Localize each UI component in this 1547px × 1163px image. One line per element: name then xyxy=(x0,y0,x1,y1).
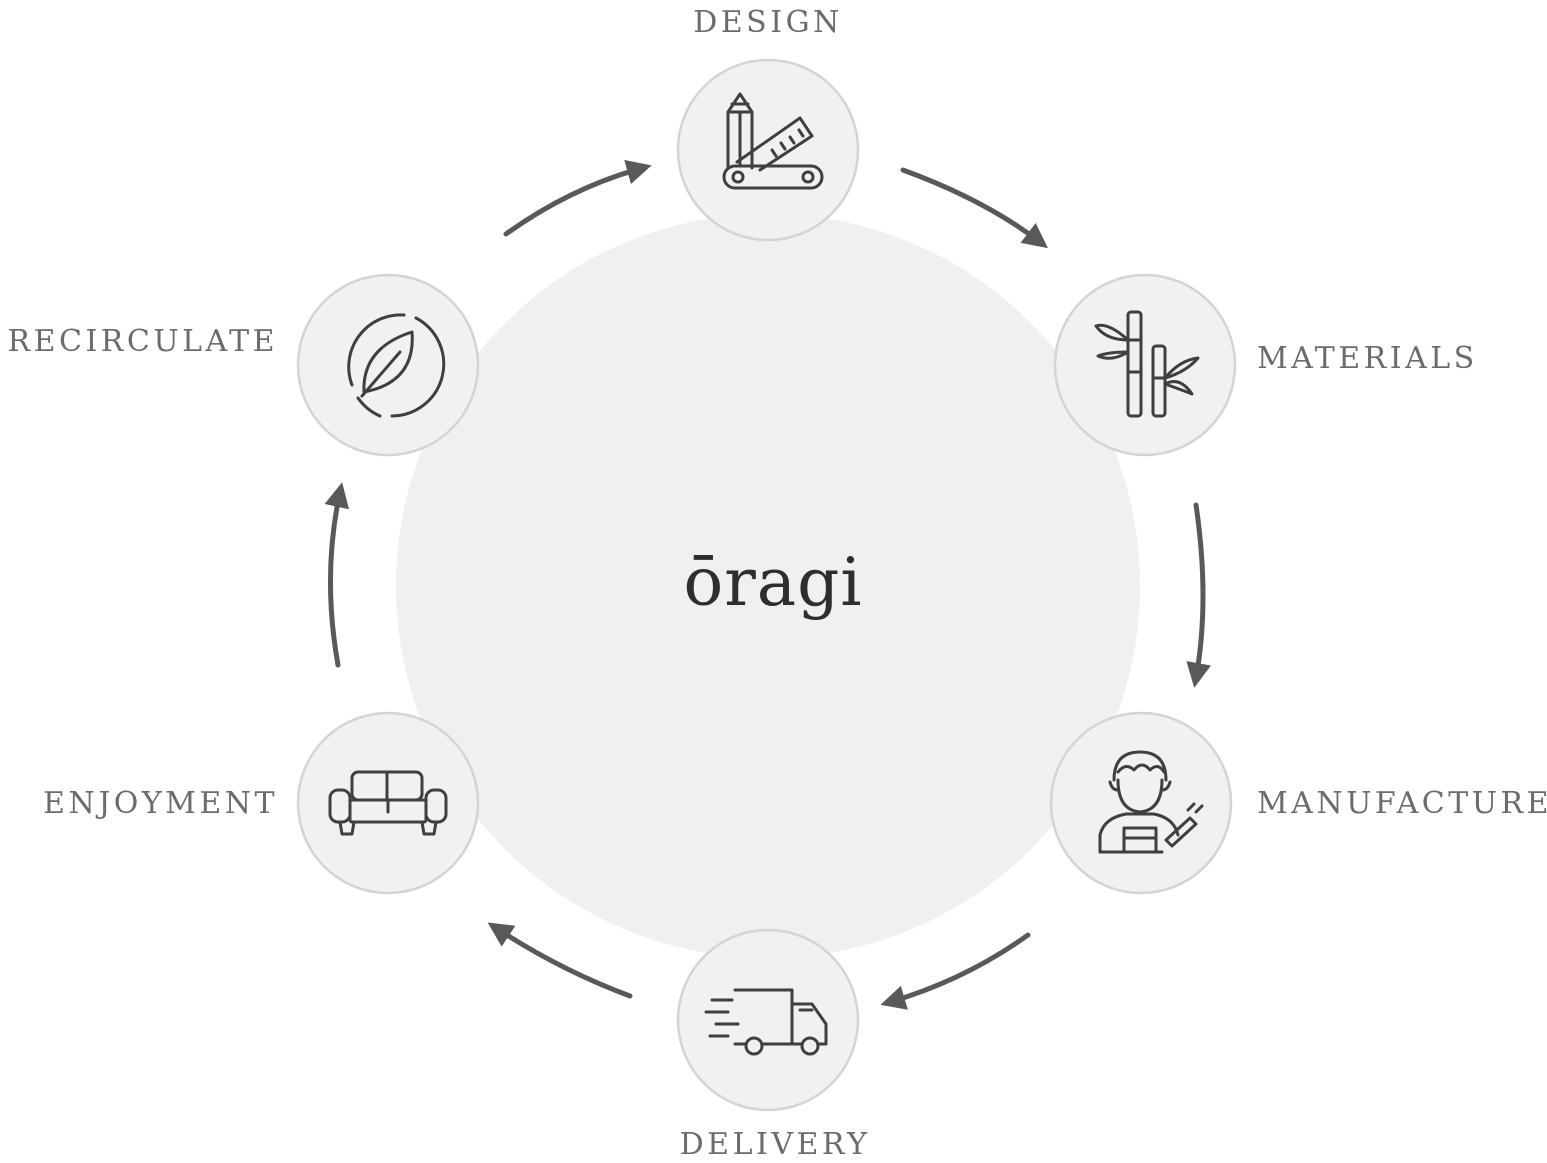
arrow-enjoyment-to-recirculate xyxy=(324,482,350,668)
sofa-icon xyxy=(328,770,448,836)
stage-label-design: DESIGN xyxy=(693,5,843,40)
craftsman-icon xyxy=(1098,750,1204,854)
stage-node-recirculate xyxy=(296,273,480,457)
stage-node-manufacture xyxy=(1049,711,1233,895)
pencil-ruler-icon xyxy=(722,92,824,190)
stage-node-materials xyxy=(1053,273,1237,457)
stage-label-enjoyment: ENJOYMENT xyxy=(43,786,278,821)
cycle-arrows xyxy=(324,159,1211,1010)
arrow-manufacture-to-delivery xyxy=(880,932,1031,1010)
stage-label-materials: MATERIALS xyxy=(1257,341,1478,376)
delivery-truck-icon xyxy=(704,988,828,1056)
arrow-recirculate-to-design xyxy=(503,159,652,237)
bamboo-icon xyxy=(1094,310,1200,418)
center-hub xyxy=(396,214,1140,958)
stage-node-delivery xyxy=(676,928,860,1112)
leaf-cycle-icon xyxy=(347,313,446,418)
arrow-delivery-to-enjoyment xyxy=(487,922,633,999)
brand-wordmark: ōragi xyxy=(683,544,863,621)
stage-node-enjoyment xyxy=(296,711,480,895)
stage-label-delivery: DELIVERY xyxy=(679,1127,871,1162)
stage-label-recirculate: RECIRCULATE xyxy=(7,324,278,359)
stage-label-manufacture: MANUFACTURE xyxy=(1257,786,1547,821)
stage-node-design xyxy=(676,58,860,242)
arrow-design-to-materials xyxy=(900,167,1048,249)
arrow-materials-to-manufacture xyxy=(1186,502,1211,688)
